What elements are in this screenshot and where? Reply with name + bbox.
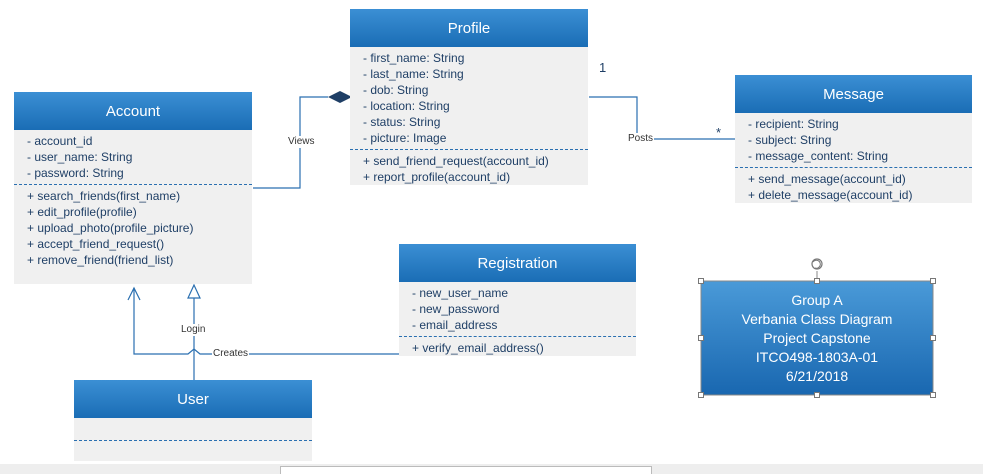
login-label: Login (180, 324, 207, 336)
attribute: - first_name: String (363, 51, 465, 65)
attribute: - message_content: String (748, 149, 889, 163)
attribute: - email_address (412, 318, 498, 332)
class-registration-title: Registration (399, 244, 636, 282)
creates-label: Creates (212, 348, 250, 360)
rotate-handle-icon[interactable] (811, 258, 823, 270)
class-registration-attributes: - new_user_name - new_password - email_a… (399, 282, 636, 336)
resize-handle-top-left[interactable] (698, 278, 704, 284)
composition-diamond (328, 91, 352, 103)
posts-label: Posts (627, 133, 655, 145)
class-user[interactable]: User (74, 380, 312, 461)
selection-outline (700, 280, 934, 396)
views-label: Views (287, 136, 316, 148)
class-account-methods: + search_friends(first_name) + edit_prof… (14, 185, 252, 271)
note-line: Group A (791, 291, 843, 308)
class-separator (14, 184, 252, 185)
attribute: - new_password (412, 302, 500, 316)
class-registration[interactable]: Registration - new_user_name - new_passw… (399, 244, 636, 356)
method: + search_friends(first_name) (27, 189, 181, 203)
attribute: - subject: String (748, 133, 832, 147)
class-account-title: Account (14, 92, 252, 130)
inheritance-arrowhead (187, 283, 201, 299)
method: + delete_message(account_id) (748, 188, 913, 202)
class-profile[interactable]: Profile - first_name: String - last_name… (350, 9, 588, 185)
class-separator (399, 336, 636, 337)
attribute: - status: String (363, 115, 441, 129)
method: + send_message(account_id) (748, 172, 906, 186)
method: + edit_profile(profile) (27, 205, 137, 219)
class-profile-attributes: - first_name: String - last_name: String… (350, 47, 588, 149)
attribute: - location: String (363, 99, 450, 113)
class-message-methods: + send_message(account_id) + delete_mess… (735, 168, 972, 206)
attribute: - recipient: String (748, 117, 839, 131)
method: + remove_friend(friend_list) (27, 253, 174, 267)
class-message-attributes: - recipient: String - subject: String - … (735, 113, 972, 167)
resize-handle-bottom-left[interactable] (698, 392, 704, 398)
note-line: Verbania Class Diagram (741, 310, 893, 327)
note-line: 6/21/2018 (785, 367, 849, 384)
class-account[interactable]: Account - account_id - user_name: String… (14, 92, 252, 284)
method: + verify_email_address() (412, 341, 544, 355)
attribute: - account_id (27, 134, 93, 148)
resize-handle-right[interactable] (930, 335, 936, 341)
method: + send_friend_request(account_id) (363, 154, 549, 168)
multiplicity-one: 1 (599, 60, 607, 75)
attribute: - last_name: String (363, 67, 464, 81)
bottom-panel (280, 466, 652, 474)
attribute: - dob: String (363, 83, 429, 97)
resize-handle-bottom-right[interactable] (930, 392, 936, 398)
class-message-title: Message (735, 75, 972, 113)
method: + report_profile(account_id) (363, 170, 511, 184)
class-separator (350, 149, 588, 150)
diagram-info-note[interactable]: Group A Verbania Class Diagram Project C… (701, 281, 933, 395)
creates-arrowhead (127, 286, 141, 301)
multiplicity-many: * (716, 125, 722, 140)
resize-handle-bottom[interactable] (814, 392, 820, 398)
posts-connector (589, 96, 735, 140)
note-line: ITCO498-1803A-01 (755, 348, 879, 365)
resize-handle-top[interactable] (814, 278, 820, 284)
class-registration-methods: + verify_email_address() (399, 337, 636, 359)
method: + upload_photo(profile_picture) (27, 221, 194, 235)
resize-handle-top-right[interactable] (930, 278, 936, 284)
attribute: - user_name: String (27, 150, 133, 164)
class-profile-methods: + send_friend_request(account_id) + repo… (350, 150, 588, 188)
class-separator (735, 167, 972, 168)
class-message[interactable]: Message - recipient: String - subject: S… (735, 75, 972, 203)
method: + accept_friend_request() (27, 237, 165, 251)
class-account-attributes: - account_id - user_name: String - passw… (14, 130, 252, 184)
note-line: Project Capstone (763, 329, 871, 346)
attribute: - password: String (27, 166, 124, 180)
class-user-title: User (74, 380, 312, 418)
class-profile-title: Profile (350, 9, 588, 47)
class-separator (74, 440, 312, 441)
attribute: - new_user_name (412, 286, 509, 300)
attribute: - picture: Image (363, 131, 447, 145)
resize-handle-left[interactable] (698, 335, 704, 341)
